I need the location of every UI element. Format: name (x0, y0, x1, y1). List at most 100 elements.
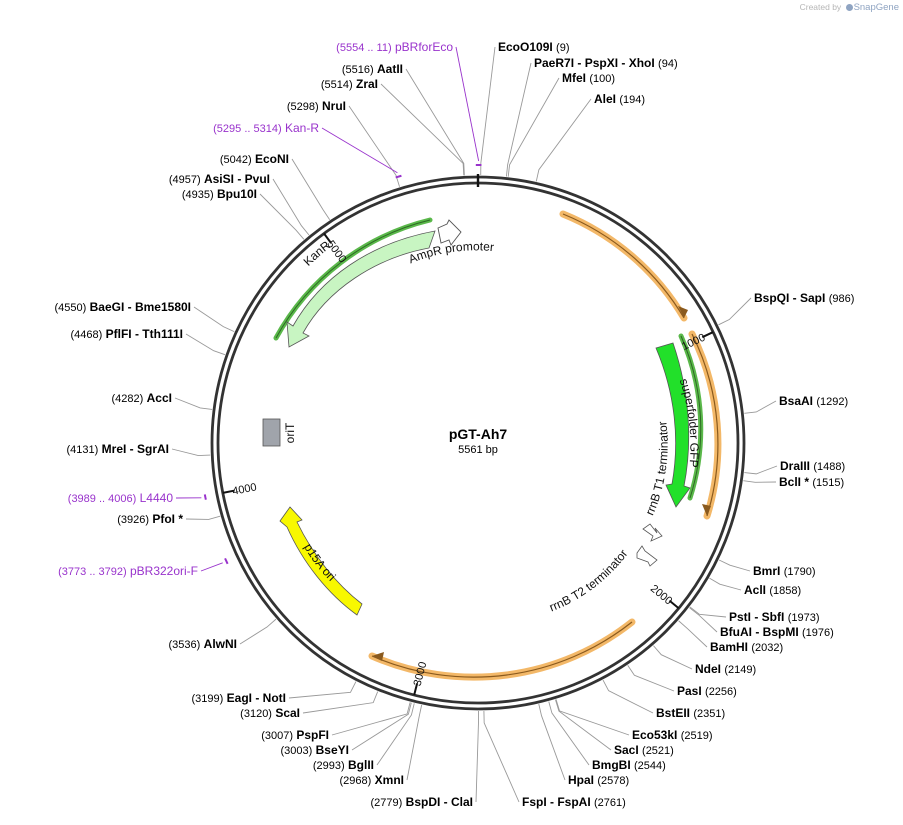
site-line-pfoi (185, 515, 221, 520)
site-name-acci: AccI (147, 391, 172, 405)
site-label-bfuai[interactable]: BfuAI - BspMI (1976) (720, 625, 834, 639)
primer-mark-kan-r[interactable] (395, 174, 402, 179)
site-label-hpai[interactable]: HpaI (2578) (568, 773, 629, 787)
site-label-bmri[interactable]: BmrI (1790) (753, 564, 815, 578)
scale-label-2000: 2000 (648, 583, 675, 608)
snapgene-credit: Created by SnapGene (800, 2, 899, 13)
p15a-ori-feature[interactable] (279, 506, 363, 616)
site-label-acci[interactable]: (4282) AccI (112, 391, 173, 405)
cds-arc-top[interactable] (559, 210, 688, 322)
site-name-zrai: ZraI (356, 77, 378, 91)
site-line-bseyi (351, 702, 412, 751)
site-label-bpu10i[interactable]: (4935) Bpu10I (182, 187, 257, 201)
primer-label-pbr322ori-f[interactable]: (3773 .. 3792) pBR322ori-F (58, 564, 198, 578)
site-label-paer7i[interactable]: PaeR7I - PspXI - XhoI (94) (534, 56, 678, 70)
site-pos-pfoi: (3926) (117, 514, 149, 526)
primer-label-l4440[interactable]: (3989 .. 4006) L4440 (68, 491, 174, 505)
site-label-bsaai[interactable]: BsaAI (1292) (779, 394, 848, 408)
site-label-pasi[interactable]: PasI (2256) (677, 684, 737, 698)
site-name-draiii: DraIII (780, 459, 810, 473)
site-label-econi[interactable]: (5042) EcoNI (220, 152, 289, 166)
primer-label-kan-r[interactable]: (5295 .. 5314) Kan-R (213, 121, 319, 135)
site-label-bmgbi[interactable]: BmgBI (2544) (592, 758, 666, 772)
site-label-mfei[interactable]: MfeI (100) (562, 71, 615, 85)
primer-label-pbrforeco[interactable]: (5554 .. 11) pBRforEco (336, 40, 453, 54)
site-line-bglii (376, 703, 415, 766)
plasmid-name: pGT-Ah7 (449, 426, 508, 442)
gfp-feature[interactable] (655, 342, 691, 508)
site-line-bfuai (689, 607, 718, 633)
site-label-baegi[interactable]: (4550) BaeGI - Bme1580I (54, 300, 191, 314)
site-line-scai (302, 691, 379, 714)
cds-arc-top-arrow (678, 306, 688, 318)
site-label-xmni[interactable]: (2968) XmnI (340, 773, 404, 787)
site-label-psti[interactable]: PstI - SbfI (1973) (729, 610, 819, 624)
site-label-eagi[interactable]: (3199) EagI - NotI (192, 691, 286, 705)
kanr-feature[interactable] (286, 230, 436, 348)
site-line-bmgbi (548, 701, 590, 766)
primer-range-l4440: (3989 .. 4006) (68, 493, 137, 505)
site-label-mrei[interactable]: (4131) MreI - SgrAI (67, 442, 169, 456)
site-label-bseyi[interactable]: (3003) BseYI (281, 743, 350, 757)
site-label-bsteii[interactable]: BstEII (2351) (656, 706, 725, 720)
site-pos-pasi: (2256) (705, 686, 737, 698)
site-label-pfoi[interactable]: (3926) PfoI * (117, 512, 183, 526)
site-name-bsteii: BstEII (656, 706, 690, 720)
site-label-alei[interactable]: AleI (194) (594, 92, 645, 106)
site-line-psti (689, 606, 727, 618)
site-label-acli[interactable]: AclI (1858) (744, 583, 801, 597)
site-label-aatii[interactable]: (5516) AatII (342, 62, 403, 76)
site-label-saci[interactable]: SacI (2521) (614, 743, 674, 757)
site-name-fspi: FspI - FspAI (522, 795, 591, 809)
site-name-bspqi: BspQI - SapI (754, 291, 825, 305)
site-label-fspi[interactable]: FspI - FspAI (2761) (522, 795, 626, 809)
rrnb-t1-terminator-feature[interactable] (642, 523, 663, 542)
site-label-alwni[interactable]: (3536) AlwNI (169, 637, 237, 651)
site-pos-eco53ki: (2519) (681, 730, 713, 742)
site-label-ecoo109i[interactable]: EcoO109I (9) (498, 40, 570, 54)
site-pos-bglii: (2993) (313, 760, 345, 772)
orit-label: oriT (283, 422, 297, 443)
site-name-bmri: BmrI (753, 564, 780, 578)
snapgene-logo-icon (845, 4, 853, 11)
site-pos-bspqi: (986) (829, 293, 855, 305)
site-label-zrai[interactable]: (5514) ZraI (321, 77, 378, 91)
primer-mark-l4440[interactable] (203, 494, 207, 500)
ampr-promoter-feature[interactable] (437, 219, 462, 246)
site-line-fspi (483, 710, 520, 803)
site-label-draiii[interactable]: DraIII (1488) (780, 459, 845, 473)
scale-label-4000: 4000 (231, 481, 257, 497)
site-label-eco53ki[interactable]: Eco53kI (2519) (632, 728, 713, 742)
site-pos-bsteii: (2351) (693, 708, 725, 720)
site-label-asisi[interactable]: (4957) AsiSI - PvuI (169, 172, 270, 186)
site-name-bsaai: BsaAI (779, 394, 813, 408)
primer-name-kan-r: Kan-R (285, 121, 319, 135)
site-label-bglii[interactable]: (2993) BglII (313, 758, 374, 772)
site-label-bspqi[interactable]: BspQI - SapI (986) (754, 291, 854, 305)
site-label-scai[interactable]: (3120) ScaI (240, 706, 300, 720)
site-pos-xmni: (2968) (340, 775, 372, 787)
site-pos-aatii: (5516) (342, 64, 374, 76)
site-line-pasi (627, 665, 675, 692)
site-label-ndei[interactable]: NdeI (2149) (695, 662, 756, 676)
site-pos-bmgbi: (2544) (634, 760, 666, 772)
site-pos-ndei: (2149) (724, 664, 756, 676)
site-label-pflfi[interactable]: (4468) PflFI - Tth111I (71, 327, 184, 341)
site-name-bglii: BglII (348, 758, 374, 772)
site-label-bamhi[interactable]: BamHI (2032) (710, 640, 783, 654)
site-line-ecoo109i (480, 46, 496, 176)
primer-mark-pbr322ori-f[interactable] (224, 557, 229, 565)
site-label-bcli[interactable]: BclI * (1515) (779, 475, 844, 489)
scale-label-1000: 1000 (680, 332, 707, 353)
site-label-bspdi[interactable]: (2779) BspDI - ClaI (371, 795, 473, 809)
green-line-gfp-inner (680, 335, 702, 499)
site-label-pspfi[interactable]: (3007) PspFI (261, 728, 329, 742)
orit-feature[interactable] (262, 418, 281, 447)
site-label-nrui[interactable]: (5298) NruI (287, 99, 346, 113)
site-name-bseyi: BseYI (316, 743, 349, 757)
rrnb-t2-label: rrnB T2 terminator (547, 547, 630, 615)
site-line-mfei (507, 77, 560, 177)
site-pos-acli: (1858) (769, 585, 801, 597)
rrnb-t2-terminator-feature[interactable] (636, 545, 658, 567)
credit-prefix: Created by (799, 2, 842, 12)
